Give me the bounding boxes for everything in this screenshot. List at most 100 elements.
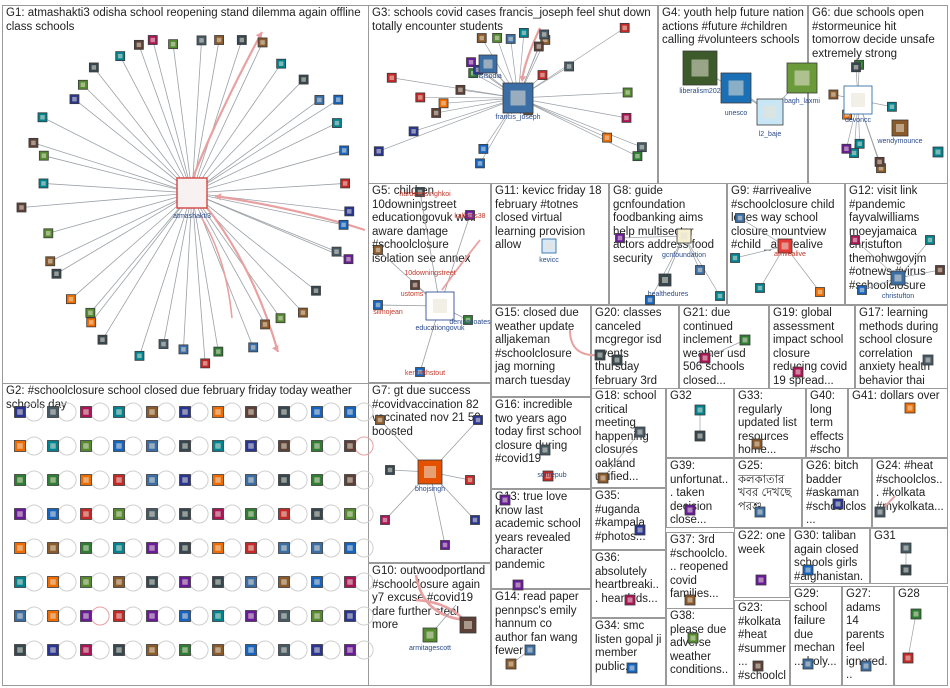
node-l2-baje[interactable]	[756, 98, 784, 126]
g2-isolate-node[interactable]	[311, 474, 323, 486]
g1-account-node[interactable]	[276, 58, 287, 69]
g8-account-node[interactable]	[695, 265, 705, 275]
g8-account-node[interactable]	[715, 291, 725, 301]
g2-isolate-node[interactable]	[80, 440, 92, 452]
g2-isolate-node[interactable]	[47, 508, 59, 520]
g1-account-node[interactable]	[97, 334, 108, 345]
g7-account-node[interactable]	[473, 415, 483, 425]
g2-isolate-node[interactable]	[311, 406, 323, 418]
node-arrivealive[interactable]	[777, 238, 793, 254]
g1-account-node[interactable]	[343, 254, 354, 265]
g3-account-node[interactable]	[476, 33, 487, 43]
g1-account-node[interactable]	[200, 358, 211, 369]
g1-account-node[interactable]	[37, 112, 48, 123]
g1-account-node[interactable]	[45, 256, 56, 267]
g13-account-node[interactable]	[512, 579, 524, 591]
g1-account-node[interactable]	[331, 246, 342, 257]
g2-isolate-node[interactable]	[245, 576, 257, 588]
g28-account-node[interactable]	[910, 608, 922, 620]
g14-account-node[interactable]	[524, 644, 536, 656]
g2-isolate-node[interactable]	[311, 576, 323, 588]
g1-account-node[interactable]	[340, 178, 351, 189]
g2-isolate-node[interactable]	[344, 508, 356, 520]
g3-account-node[interactable]	[373, 146, 384, 157]
g1-account-node[interactable]	[332, 118, 342, 128]
node-unesco[interactable]	[720, 72, 752, 104]
g2-isolate-node[interactable]	[14, 542, 26, 554]
g2-isolate-node[interactable]	[245, 440, 257, 452]
g3-account-node[interactable]	[475, 158, 485, 169]
g39-account-node[interactable]	[684, 504, 696, 516]
g1-account-node[interactable]	[133, 39, 144, 50]
g3-account-node[interactable]	[505, 34, 516, 44]
g2-isolate-node[interactable]	[47, 474, 59, 486]
g3-account-node[interactable]	[622, 87, 633, 98]
g1-account-node[interactable]	[16, 202, 27, 213]
g7-account-node[interactable]	[470, 515, 480, 525]
g33-account-node[interactable]	[751, 438, 763, 450]
g1-account-node[interactable]	[314, 95, 325, 105]
g1-account-node[interactable]	[86, 317, 97, 328]
g1-account-node[interactable]	[158, 339, 169, 349]
g2-isolate-node[interactable]	[47, 542, 59, 554]
g1-account-node[interactable]	[236, 35, 247, 45]
g3-account-node[interactable]	[533, 41, 544, 52]
node-softrepub[interactable]	[542, 470, 554, 482]
node-healthedures[interactable]	[658, 273, 672, 287]
g2-isolate-node[interactable]	[179, 542, 191, 554]
g2-isolate-node[interactable]	[245, 508, 257, 520]
g5-account-node[interactable]	[373, 300, 383, 310]
node-devoncc[interactable]	[843, 85, 873, 115]
g31-account-node[interactable]	[900, 542, 912, 554]
g2-isolate-node[interactable]	[245, 644, 257, 656]
g2-isolate-node[interactable]	[146, 542, 158, 554]
g2-isolate-node[interactable]	[80, 576, 92, 588]
g1-account-node[interactable]	[339, 145, 350, 156]
g1-account-node[interactable]	[213, 346, 224, 357]
g32-account-node[interactable]	[694, 430, 706, 442]
g3-account-node[interactable]	[492, 33, 503, 43]
g1-account-node[interactable]	[311, 285, 321, 296]
g32-account-node[interactable]	[694, 404, 706, 416]
g2-isolate-node[interactable]	[212, 508, 224, 520]
g2-isolate-node[interactable]	[47, 610, 59, 622]
g3-account-node[interactable]	[455, 84, 466, 95]
g31-account-node[interactable]	[900, 564, 912, 576]
g3-account-node[interactable]	[438, 98, 449, 109]
g2-isolate-node[interactable]	[80, 508, 92, 520]
g2-isolate-node[interactable]	[278, 406, 290, 418]
g2-isolate-node[interactable]	[245, 474, 257, 486]
g2-isolate-node[interactable]	[113, 440, 125, 452]
g2-isolate-node[interactable]	[245, 406, 257, 418]
g41-account-node[interactable]	[904, 402, 916, 414]
g3-account-node[interactable]	[619, 22, 630, 33]
g2-isolate-node[interactable]	[212, 474, 224, 486]
g29-account-node[interactable]	[802, 658, 814, 670]
g1-account-node[interactable]	[88, 62, 99, 73]
g3-account-node[interactable]	[466, 57, 476, 68]
g14-account-node[interactable]	[505, 658, 517, 670]
g3-account-node[interactable]	[478, 144, 489, 154]
g2-isolate-node[interactable]	[14, 644, 26, 656]
g2-isolate-node[interactable]	[344, 610, 356, 622]
g2-isolate-node[interactable]	[344, 406, 356, 418]
g26-account-node[interactable]	[832, 498, 844, 510]
g5-account-node[interactable]	[415, 367, 425, 377]
g1-account-node[interactable]	[196, 35, 207, 46]
g2-isolate-node[interactable]	[80, 542, 92, 554]
g35-account-node[interactable]	[634, 524, 646, 536]
g2-isolate-node[interactable]	[146, 610, 158, 622]
g2-isolate-node[interactable]	[179, 474, 191, 486]
node-bhojsingh[interactable]	[417, 459, 443, 485]
g2-isolate-node[interactable]	[14, 474, 26, 486]
g3-account-node[interactable]	[386, 72, 397, 83]
g34-account-node[interactable]	[626, 662, 638, 674]
g20-account-node[interactable]	[611, 354, 623, 366]
g3-account-node[interactable]	[539, 29, 550, 40]
g5-account-node[interactable]	[463, 315, 473, 325]
g2-isolate-node[interactable]	[146, 474, 158, 486]
g2-isolate-node[interactable]	[47, 406, 59, 418]
g2-isolate-node[interactable]	[278, 610, 290, 622]
g1-account-node[interactable]	[38, 150, 49, 161]
g2-isolate-node[interactable]	[278, 440, 290, 452]
